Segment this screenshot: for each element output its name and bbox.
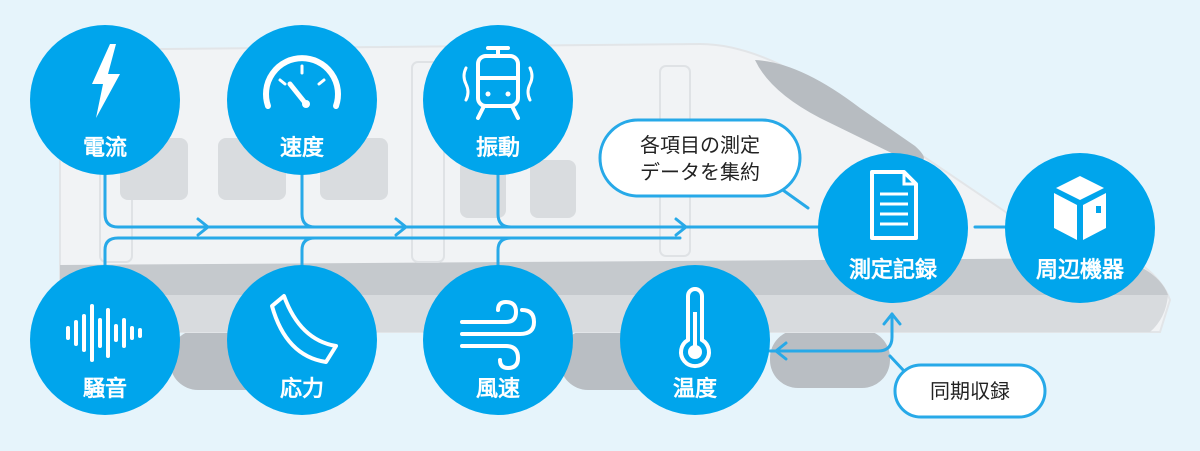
node-vibration: 振動 — [423, 25, 573, 175]
node-speed: 速度 — [227, 25, 377, 175]
sync-bubble-text: 同期収録 — [930, 379, 1010, 403]
node-temperature: 温度 — [620, 265, 770, 415]
lightning-icon — [92, 44, 120, 118]
sync-loop-line — [768, 312, 894, 353]
aggregate-bubble-pointer — [778, 186, 810, 210]
sound-wave-icon — [66, 304, 142, 362]
flow-lines — [103, 173, 1007, 374]
node-noise: 騒音 — [30, 265, 180, 415]
sync-arrow-up — [882, 312, 902, 326]
aggregate-bubble-line2: データを集約 — [640, 160, 760, 184]
thermometer-icon — [679, 287, 711, 369]
bending-plate-icon — [270, 294, 338, 364]
node-label-noise: 騒音 — [83, 376, 127, 402]
aggregate-bubble: 各項目の測定 データを集約 — [598, 118, 802, 198]
flow-arrow — [196, 217, 210, 237]
train-windshield — [755, 60, 924, 163]
node-label-current: 電流 — [83, 135, 127, 161]
node-label-peripherals: 周辺機器 — [1036, 258, 1125, 283]
node-current: 電流 — [30, 25, 180, 175]
node-record: 測定記録 — [818, 153, 968, 303]
sync-arrow-left — [774, 341, 788, 361]
upper-flow-line — [103, 173, 962, 229]
flow-arrow — [394, 217, 408, 237]
train-lower-body — [60, 295, 1168, 332]
lower-flow-line — [103, 236, 682, 292]
node-wind-speed: 風速 — [423, 265, 573, 415]
vibrating-train-icon — [462, 46, 534, 120]
node-label-temperature: 温度 — [673, 376, 718, 402]
train-illustration — [59, 42, 1172, 390]
box-icon — [1054, 176, 1106, 240]
node-label-speed: 速度 — [280, 135, 325, 161]
sync-bubble: 同期収録 — [893, 363, 1047, 419]
node-label-wind-speed: 風速 — [476, 376, 520, 402]
wind-icon — [460, 299, 537, 371]
node-peripherals: 周辺機器 — [1005, 153, 1155, 303]
node-stress: 応力 — [227, 265, 377, 415]
sync-bubble-pointer — [888, 354, 907, 374]
aggregate-bubble-line1: 各項目の測定 — [640, 133, 760, 157]
node-label-record: 測定記録 — [849, 257, 938, 283]
node-label-stress: 応力 — [280, 376, 324, 402]
document-icon — [870, 170, 918, 240]
flow-arrow — [674, 217, 688, 237]
node-label-vibration: 振動 — [476, 136, 520, 161]
speedometer-icon — [263, 55, 341, 109]
